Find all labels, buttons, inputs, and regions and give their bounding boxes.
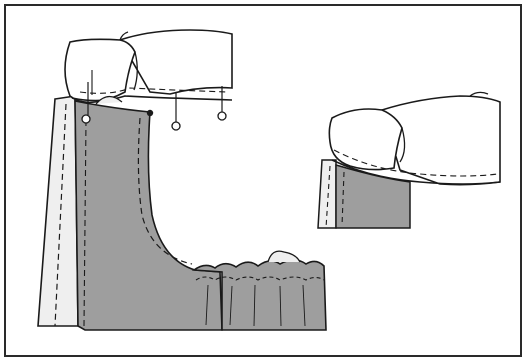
inset-collar-stitch [333, 149, 499, 177]
gather-fold-1 [205, 284, 209, 326]
gray-bodice [74, 100, 223, 331]
collar-stitch-line [79, 87, 229, 94]
collar-top-roll [119, 31, 129, 41]
gather-fold-5 [302, 284, 306, 327]
pin-1-head [81, 114, 91, 124]
collar-band-front [64, 38, 136, 104]
sleeve-curl [267, 250, 301, 263]
seam-bump [95, 95, 123, 105]
inset-collar-back [381, 95, 501, 186]
inset-collar-crease [399, 127, 406, 163]
inset-body-stitch [341, 171, 345, 227]
collar-bottom-edge [71, 95, 233, 102]
inset-collar-bottom-edge [331, 159, 501, 185]
inset-collar-top-roll [469, 91, 489, 97]
gather-stitch-line [195, 276, 325, 281]
collar-fold-crease [133, 51, 138, 91]
collar-band-back [118, 29, 233, 95]
inset-view [317, 91, 501, 229]
strip-stitch-line [54, 103, 67, 327]
armhole-stitch-line [137, 117, 193, 265]
inset-light-strip [317, 159, 337, 229]
inset-collar-front [328, 108, 403, 171]
pin-2-head [171, 121, 181, 131]
pin-3-head [217, 111, 227, 121]
bodice-inner-stitch [83, 119, 87, 327]
dot-marker [146, 109, 154, 117]
main-view [37, 29, 327, 331]
gather-fold-4 [279, 285, 282, 327]
light-fabric-strip [37, 95, 79, 327]
gather-fold-3 [253, 284, 256, 327]
illustration-border [4, 4, 522, 357]
inset-strip-stitch [325, 165, 331, 229]
gather-fold-2 [229, 285, 233, 326]
